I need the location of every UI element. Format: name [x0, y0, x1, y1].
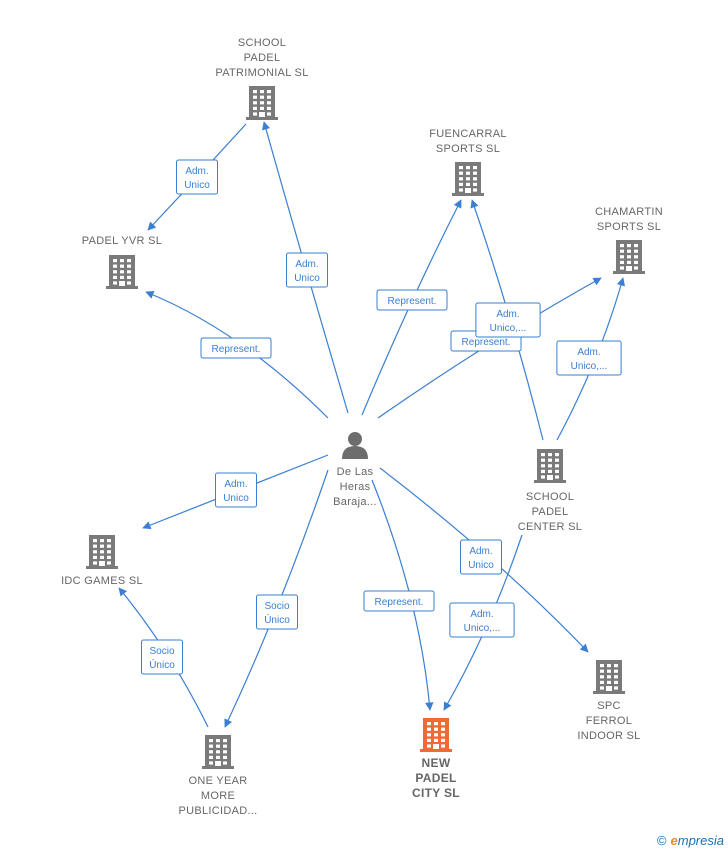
building-icon	[202, 735, 234, 769]
company-name-line: SPORTS SL	[436, 143, 500, 155]
brand-name: mpresia	[677, 833, 724, 848]
company-name-line: FUENCARRAL	[429, 128, 507, 140]
building-icon	[420, 718, 452, 752]
relation-label-school-padel-patrimonial-to-padel-yvr[interactable]: Adm. Unico	[176, 159, 218, 195]
company-node-school-padel-patrimonial[interactable]: SCHOOL PADEL PATRIMONIAL SL	[215, 37, 308, 120]
relation-label-text: Adm.	[185, 166, 208, 177]
building-icon	[106, 255, 138, 289]
company-name-line: IDC GAMES SL	[61, 575, 143, 587]
relation-label-text: Represent.	[212, 344, 261, 355]
company-name-line: SPC	[597, 700, 621, 712]
brand-logo-initial: e	[670, 833, 678, 848]
company-name-line: SCHOOL	[526, 491, 574, 503]
relation-label-text: Represent.	[375, 597, 424, 608]
brand-footer[interactable]: ©empresia	[657, 833, 724, 848]
relation-label-box	[460, 539, 502, 575]
company-node-school-padel-center[interactable]: SCHOOL PADEL CENTER SL	[518, 449, 582, 533]
relation-edges	[118, 121, 626, 728]
company-node-chamartin-sports[interactable]: CHAMARTIN SPORTS SL	[595, 206, 663, 274]
company-name-line: PATRIMONIAL SL	[215, 67, 308, 79]
relation-label-school-padel-center-to-fuencarral-sports[interactable]: Adm. Unico,...	[475, 302, 541, 338]
company-name-line: PUBLICIDAD...	[178, 805, 257, 817]
relation-label-box	[556, 340, 622, 376]
company-name-line: CHAMARTIN	[595, 206, 663, 218]
relation-label-box	[449, 602, 515, 638]
company-name-line: FERROL	[586, 715, 632, 727]
relation-label-school-padel-center-to-chamartin-sports[interactable]: Adm. Unico,...	[556, 340, 622, 376]
relation-label-text: Adm.	[470, 609, 493, 620]
relation-label-box	[256, 594, 298, 630]
relation-label-center-to-spc-ferrol[interactable]: Adm. Unico	[460, 539, 502, 575]
relation-label-center-to-school-padel-patrimonial[interactable]: Adm. Unico	[286, 252, 328, 288]
relation-label-box	[286, 252, 328, 288]
relation-label-text: Unico,...	[490, 323, 527, 334]
company-name-line: PADEL	[532, 506, 569, 518]
relation-label-box	[215, 472, 257, 508]
building-icon	[86, 535, 118, 569]
company-node-spc-ferrol[interactable]: SPC FERROL INDOOR SL	[577, 660, 640, 742]
company-name-line: CENTER SL	[518, 521, 582, 533]
relation-label-box	[176, 159, 218, 195]
company-name-line: SPORTS SL	[597, 221, 661, 233]
company-node-padel-yvr[interactable]: PADEL YVR SL	[82, 235, 162, 289]
relation-label-school-padel-center-to-new-padel-city[interactable]: Adm. Unico,...	[449, 602, 515, 638]
building-icon	[534, 449, 566, 483]
relation-label-text: Adm.	[295, 259, 318, 270]
company-name-line: ONE YEAR	[188, 775, 247, 787]
relation-label-text: Represent.	[388, 296, 437, 307]
relation-label-text: Adm.	[496, 309, 519, 320]
company-node-idc-games[interactable]: IDC GAMES SL	[61, 535, 143, 587]
relation-labels: Adm.UnicoAdm.UnicoRepresent.Represent.Re…	[141, 159, 622, 675]
company-name-line: CITY SL	[412, 786, 460, 800]
company-node-fuencarral-sports[interactable]: FUENCARRAL SPORTS SL	[429, 128, 507, 196]
company-name-line: PADEL	[244, 52, 281, 64]
building-icon	[593, 660, 625, 694]
relation-label-center-to-new-padel-city[interactable]: Represent.	[363, 590, 435, 612]
relation-label-box	[475, 302, 541, 338]
person-name-line: Baraja...	[333, 496, 377, 508]
relation-label-text: Represent.	[462, 337, 511, 348]
relation-label-text: Único	[149, 658, 175, 671]
relation-label-box	[141, 639, 183, 675]
relation-label-center-to-fuencarral-sports[interactable]: Represent.	[376, 289, 448, 311]
building-icon	[613, 240, 645, 274]
person-node[interactable]: De LasHerasBaraja...	[333, 432, 377, 508]
relation-label-text: Unico,...	[464, 623, 501, 634]
relation-label-text: Único	[264, 613, 290, 626]
relation-label-text: Unico	[294, 273, 320, 284]
relation-label-box	[376, 289, 448, 311]
person-icon	[342, 432, 368, 459]
company-name-line: SCHOOL	[238, 37, 286, 49]
relation-label-text: Adm.	[469, 546, 492, 557]
company-name-line: INDOOR SL	[577, 730, 640, 742]
company-name-line: PADEL YVR SL	[82, 235, 162, 247]
relation-label-text: Adm.	[577, 347, 600, 358]
company-node-one-year-more[interactable]: ONE YEAR MORE PUBLICIDAD...	[178, 735, 257, 817]
person-name-line: Heras	[340, 481, 371, 493]
relation-label-center-to-padel-yvr[interactable]: Represent.	[200, 337, 272, 359]
relation-label-text: Adm.	[224, 479, 247, 490]
company-name-line: MORE	[201, 790, 235, 802]
copyright-symbol: ©	[656, 833, 667, 848]
relation-label-box	[363, 590, 435, 612]
relation-label-text: Unico,...	[571, 361, 608, 372]
relation-label-text: Socio	[149, 646, 174, 657]
relation-label-text: Unico	[184, 180, 210, 191]
relation-label-center-to-idc-games[interactable]: Adm. Unico	[215, 472, 257, 508]
relation-label-box	[200, 337, 272, 359]
building-icon	[246, 86, 278, 120]
relation-label-text: Unico	[223, 493, 249, 504]
building-icon	[452, 162, 484, 196]
relation-label-text: Unico	[468, 560, 494, 571]
person-name-line: De Las	[337, 466, 374, 478]
company-name-line: NEW	[422, 756, 451, 770]
company-name-line: PADEL	[415, 771, 456, 785]
relation-label-text: Socio	[264, 601, 289, 612]
